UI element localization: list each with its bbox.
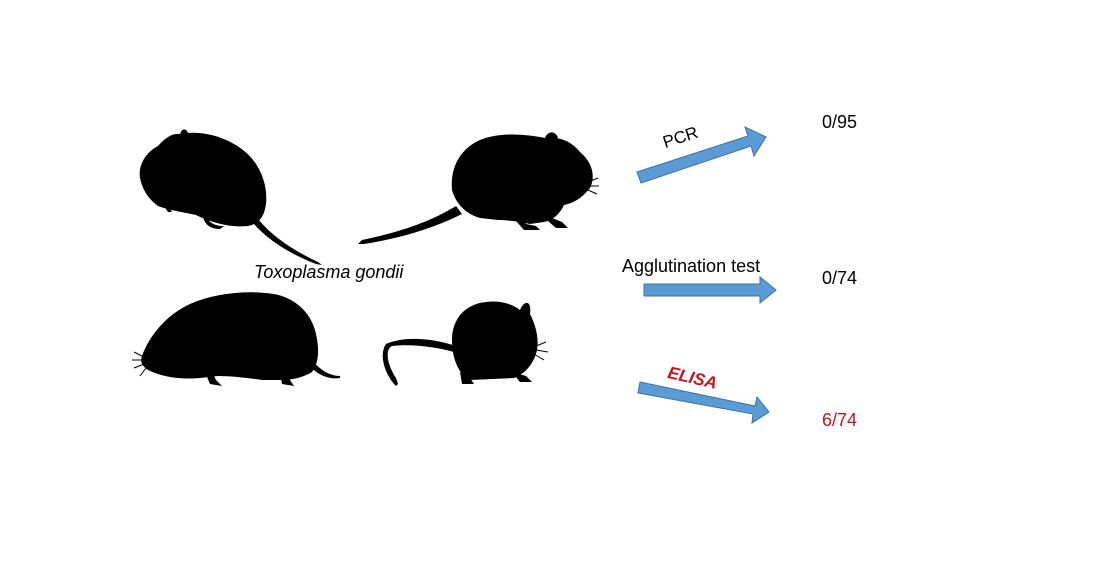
mouse-silhouette-icon — [358, 132, 599, 244]
small-mouse-silhouette-icon — [382, 301, 549, 386]
result-agglutination: 0/74 — [822, 268, 858, 288]
arrow-right-icon — [636, 126, 767, 184]
vole-silhouette-icon — [139, 129, 322, 265]
result-pcr: 0/95 — [822, 112, 858, 132]
test-label-agglutination: Agglutination test — [622, 256, 761, 276]
arrow-right-icon — [643, 275, 777, 305]
arrow-right-icon — [637, 381, 770, 424]
shrew-silhouette-icon — [132, 292, 340, 386]
result-elisa: 6/74 — [822, 410, 858, 430]
species-label: Toxoplasma gondii — [254, 262, 404, 282]
